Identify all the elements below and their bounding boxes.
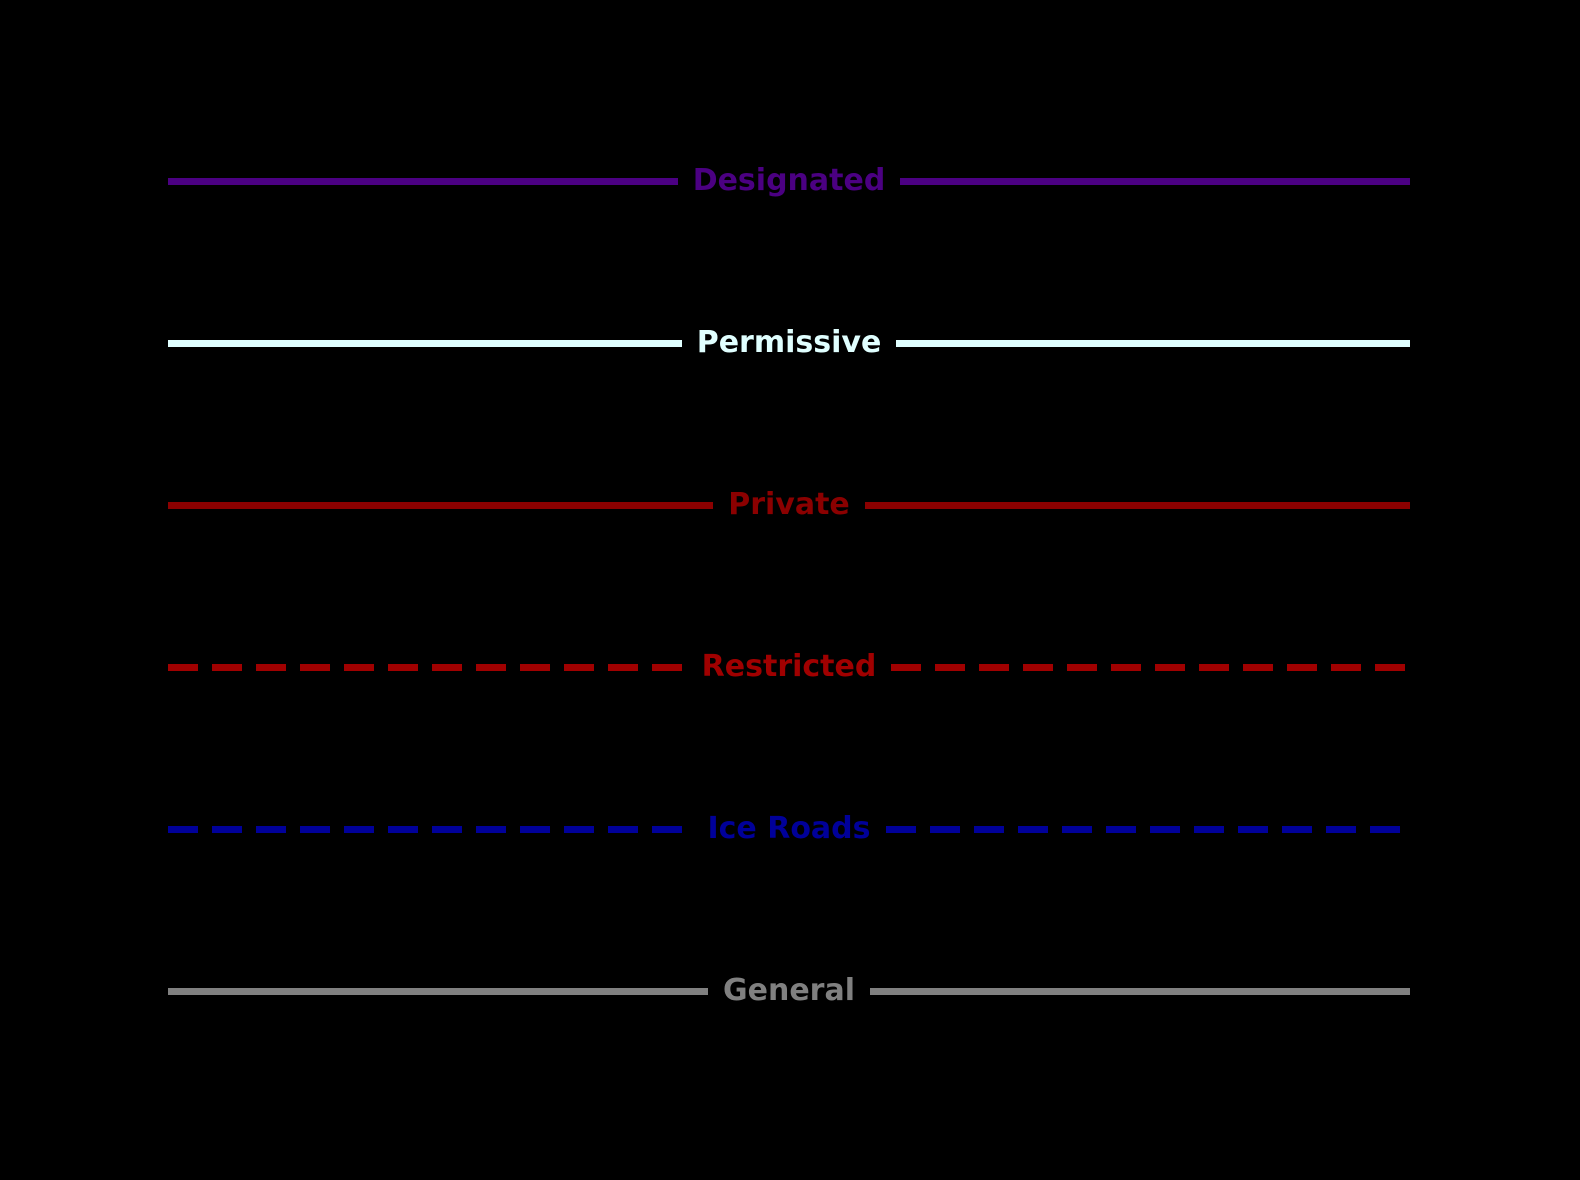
legend-line-left — [168, 987, 708, 995]
legend-line-right — [864, 501, 1410, 509]
legend-row-general: General — [168, 969, 1410, 1013]
legend-line-right — [900, 177, 1411, 185]
legend-label-permissive: Permissive — [696, 325, 882, 360]
legend-label-ice-roads: Ice Roads — [707, 811, 871, 846]
legend-line-right — [885, 825, 1410, 833]
legend-line-left — [168, 825, 693, 833]
legend-line-right — [896, 339, 1411, 347]
legend-row-permissive: Permissive — [168, 321, 1411, 365]
legend-line-right — [891, 663, 1411, 671]
legend-label-designated: Designated — [692, 163, 886, 198]
legend-line-left — [168, 339, 682, 347]
legend-row-ice-roads: Ice Roads — [168, 807, 1410, 851]
legend-label-general: General — [723, 973, 855, 1008]
legend-line-left — [168, 177, 678, 185]
legend-row-restricted: Restricted — [168, 645, 1411, 689]
legend-row-designated: Designated — [168, 159, 1411, 203]
legend-label-restricted: Restricted — [701, 649, 877, 684]
legend-line-left — [168, 663, 687, 671]
legend-line-right — [870, 987, 1410, 995]
legend-line-left — [168, 501, 714, 509]
legend-row-private: Private — [168, 483, 1410, 527]
legend-label-private: Private — [728, 487, 850, 522]
